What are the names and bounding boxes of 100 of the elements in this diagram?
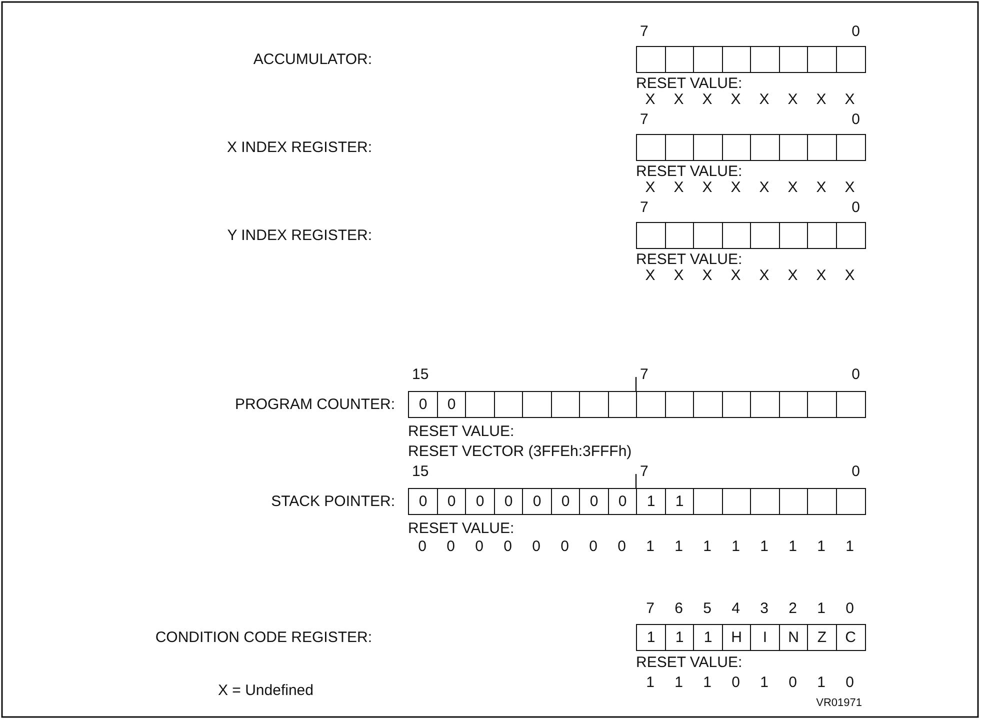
bit-cell — [693, 391, 723, 418]
bit-cell — [778, 391, 808, 418]
bit-cell: 0 — [579, 488, 609, 515]
bit-cell: 1 — [664, 624, 694, 651]
bit-cell — [664, 391, 694, 418]
bit-cell — [836, 488, 866, 515]
label-text: X INDEX REGISTER: — [226, 139, 372, 157]
bit-cell — [807, 222, 837, 249]
bit-cell — [664, 222, 694, 249]
bit-cell: 0 — [550, 488, 580, 515]
label-text: 2 — [788, 600, 797, 618]
label-text: 7 — [640, 199, 648, 217]
label-text: 1 — [846, 538, 854, 556]
label-text: 0 — [852, 199, 860, 217]
label-text: STACK POINTER: — [271, 493, 395, 511]
bit-cell: 0 — [436, 391, 466, 418]
label-text: 0 — [846, 674, 854, 692]
label-text: 0 — [446, 538, 455, 556]
bit-cell — [750, 222, 780, 249]
label-text: 7 — [640, 366, 648, 384]
label-text: PROGRAM COUNTER: — [234, 396, 395, 414]
bit-cell — [836, 222, 866, 249]
label-text: 1 — [732, 538, 740, 556]
label-text: 1 — [674, 538, 683, 556]
label-text: RESET VALUE: — [408, 423, 514, 441]
label-text: 0 — [475, 538, 484, 556]
label-text: RESET VALUE: — [408, 520, 514, 538]
bit-cell: 0 — [436, 488, 466, 515]
bit-cell: H — [722, 624, 752, 651]
label-text: 5 — [703, 600, 712, 618]
label-text: RESET VALUE: — [636, 251, 742, 269]
label-text: 0 — [589, 538, 598, 556]
label-text: 0 — [560, 538, 569, 556]
bit-cell: Z — [807, 624, 837, 651]
bit-cell: 0 — [465, 488, 495, 515]
label-text: 0 — [618, 538, 626, 556]
bit-cell — [750, 46, 780, 73]
label-text: 1 — [788, 538, 797, 556]
label-text: X — [788, 267, 798, 285]
label-text: X — [759, 267, 770, 285]
bit-cell — [836, 391, 866, 418]
label-text: X — [816, 91, 826, 109]
bit-cell — [778, 46, 808, 73]
bit-cell — [750, 134, 780, 161]
label-text: RESET VECTOR (3FFEh:3FFFh) — [408, 443, 632, 461]
bit-cell: 0 — [408, 391, 438, 418]
label-text: 0 — [852, 366, 860, 384]
label-text: X — [759, 91, 770, 109]
label-text: Y INDEX REGISTER: — [227, 227, 372, 245]
label-text: 1 — [817, 600, 826, 618]
bit-cell — [664, 134, 694, 161]
label-text: X — [844, 91, 855, 109]
label-text: 7 — [646, 600, 654, 618]
bit-cell: C — [836, 624, 866, 651]
label-text: 7 — [640, 463, 648, 481]
label-text: 0 — [788, 674, 797, 692]
bit-cell — [693, 46, 723, 73]
label-text: 0 — [532, 538, 540, 556]
bit-cell: 1 — [636, 488, 666, 515]
label-text: RESET VALUE: — [636, 654, 742, 672]
label-text: 15 — [412, 366, 429, 384]
bit-cell — [465, 391, 495, 418]
label-text: 0 — [732, 674, 740, 692]
label-text: X — [674, 91, 684, 109]
bit-cell — [693, 222, 723, 249]
label-text: 1 — [674, 674, 683, 692]
bit-cell — [807, 391, 837, 418]
label-text: 1 — [760, 674, 768, 692]
bit-cell — [693, 134, 723, 161]
bit-cell: 0 — [494, 488, 524, 515]
label-text: X — [816, 179, 826, 197]
label-text: 1 — [646, 674, 654, 692]
bit-cell — [807, 488, 837, 515]
label-text: X — [702, 179, 712, 197]
label-text: 1 — [817, 538, 826, 556]
bit-cell — [494, 391, 524, 418]
label-text: 1 — [646, 538, 654, 556]
bit-cell — [636, 391, 666, 418]
label-text: RESET VALUE: — [636, 163, 742, 181]
label-text: X — [816, 267, 826, 285]
label-text: X — [730, 179, 741, 197]
bit-cell — [550, 391, 580, 418]
label-text: X — [702, 267, 712, 285]
bit-cell: 1 — [636, 624, 666, 651]
bit-cell — [778, 222, 808, 249]
label-text: X — [645, 179, 656, 197]
label-text: X — [730, 267, 741, 285]
label-text: 6 — [674, 600, 683, 618]
bit-cell — [636, 134, 666, 161]
label-text: X — [788, 91, 798, 109]
label-text: X — [788, 179, 798, 197]
bit-cell — [636, 46, 666, 73]
label-text: 1 — [760, 538, 768, 556]
bit-cell: 0 — [522, 488, 552, 515]
label-text: X — [645, 91, 656, 109]
label-text: X — [674, 267, 684, 285]
label-text: X — [844, 179, 855, 197]
bit-cell: N — [778, 624, 808, 651]
label-text: 1 — [817, 674, 826, 692]
label-text: 3 — [760, 600, 768, 618]
